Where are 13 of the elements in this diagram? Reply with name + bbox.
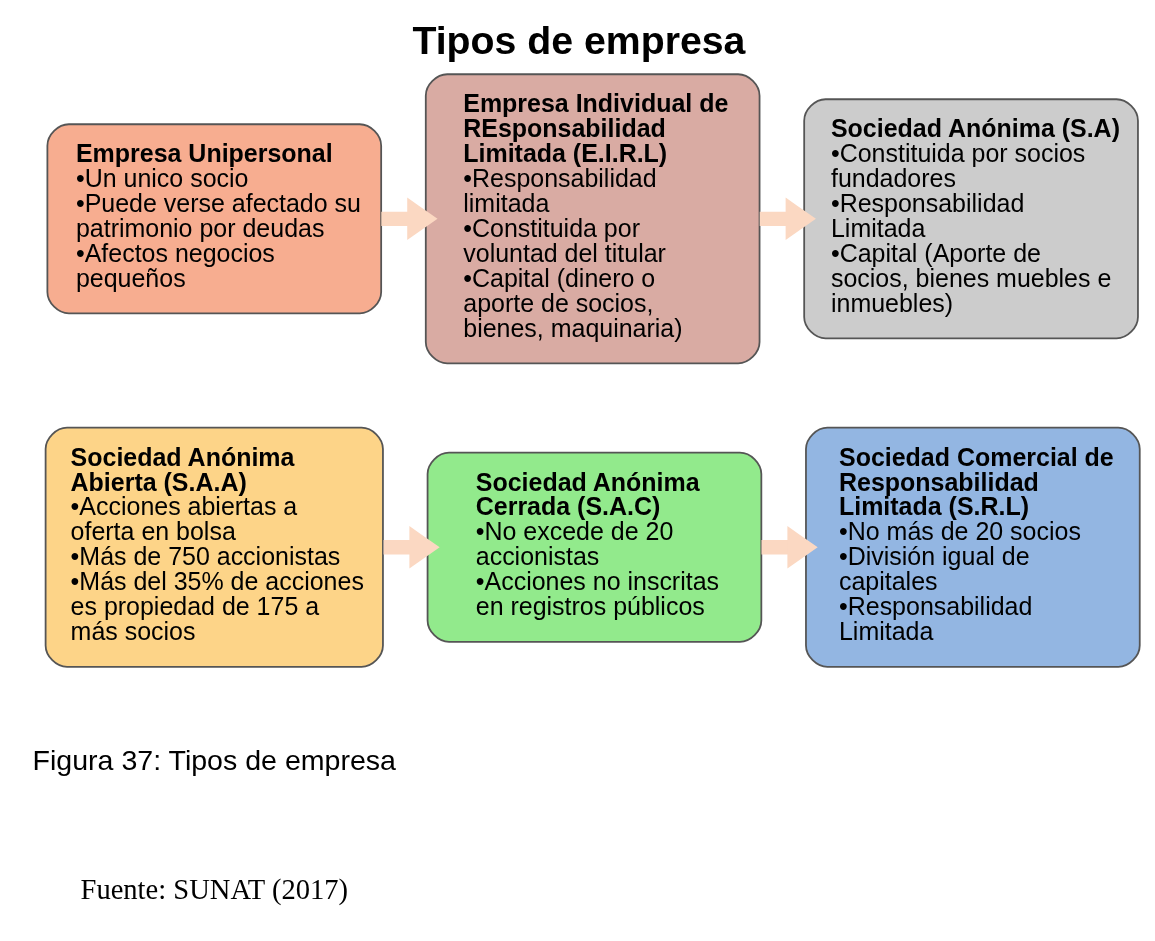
diagram-title: Tipos de empresa xyxy=(412,17,746,62)
node-box: Sociedad Anónima Cerrada (S.A.C) •No excede de 20 accionistas •Acciones no inscritas en registros públicos xyxy=(426,451,763,643)
arrow xyxy=(761,526,818,569)
node-box: Empresa Individual de REsponsabilidad Limitada (E.I.R.L) •Responsabilidad limitada •Constituida por voluntad del titular •Capital (dinero o aporte de socios, bienes, maquinaria) xyxy=(424,73,761,365)
arrow xyxy=(383,526,440,569)
arrow xyxy=(381,197,438,241)
arrow xyxy=(759,197,816,241)
node-box: Sociedad Anónima Abierta (S.A.A) •Acciones abiertas a oferta en bolsa •Más de 750 accionistas •Más del 35% de acciones es propiedad de 175 a más socios xyxy=(44,426,384,668)
node-box: Sociedad Anónima (S.A) •Constituida por socios fundadores •Responsabilidad Limitada •Capital (Aporte de socios, bienes muebles e inmuebles) xyxy=(803,98,1139,340)
label: Figura 37: Tipos de empresa xyxy=(32,744,396,776)
node-box: Sociedad Comercial de Responsabilidad Limitada (S.R.L) •No más de 20 socios •División igual de capitales •Responsabilidad Limitada xyxy=(805,426,1141,668)
label: Fuente: SUNAT (2017) xyxy=(80,873,349,905)
node-box: Empresa Unipersonal •Un unico socio •Puede verse afectado su patrimonio por deudas •Afectos negocios pequeños xyxy=(46,123,383,315)
